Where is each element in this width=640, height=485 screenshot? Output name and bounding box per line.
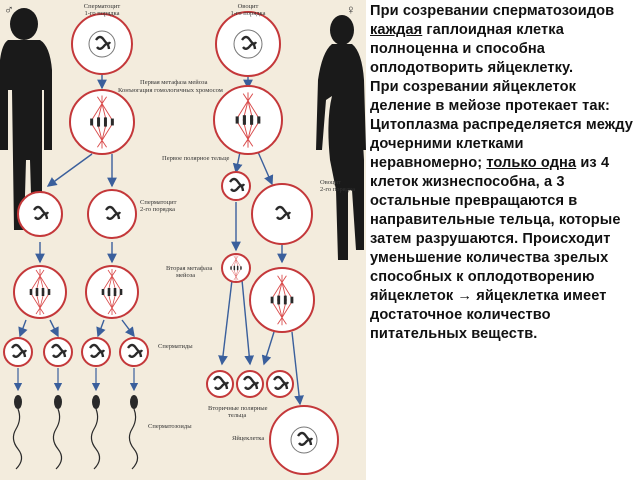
label-conjugation: Конъюгация гомологичных хромосом bbox=[118, 87, 223, 94]
spermatocyte-2-cell bbox=[17, 191, 63, 237]
label-oocyte-1-order: 1-го порядка bbox=[230, 10, 265, 17]
female-symbol: ♀ bbox=[346, 2, 356, 17]
label-oocyte-1: Овоцит bbox=[238, 3, 259, 10]
p1-end: гаплоидная клетка полноценна и способна … bbox=[370, 22, 574, 76]
p3-underlined: только одна bbox=[486, 155, 577, 171]
label-spermatocyte-2-order: 2-го порядка bbox=[140, 206, 175, 213]
spermatocyte-1-cell bbox=[71, 13, 133, 75]
metaphase-1-male-cell bbox=[69, 89, 135, 155]
label-metaphase-2-meiosis: мейоза bbox=[176, 272, 195, 279]
label-spermatocyte-1-order: 1-го порядка bbox=[84, 10, 119, 17]
paragraph-egg-maturation: При созревании яйцеклеток деление в мейо… bbox=[370, 79, 611, 114]
egg-cell bbox=[269, 405, 339, 475]
male-silhouette bbox=[0, 8, 52, 230]
label-secondary-polar-bodies: Вторичные полярные bbox=[208, 405, 268, 412]
metaphase-2-male-cell bbox=[13, 265, 67, 319]
metaphase-2-female-cell bbox=[249, 267, 315, 333]
p3-end: из 4 клеток жизнеспособна, а 3 остальные… bbox=[370, 155, 621, 342]
oocyte-2-cell bbox=[251, 183, 313, 245]
label-egg: Яйцеклетка bbox=[232, 435, 264, 442]
secondary-polar-bodies bbox=[206, 370, 294, 398]
p1-underlined: каждая bbox=[370, 22, 423, 38]
first-polar-body-cell bbox=[221, 171, 251, 201]
metaphase-2-male-cell bbox=[85, 265, 139, 319]
label-first-polar-body: Первое полярное тельце bbox=[162, 155, 230, 162]
oocyte-1-cell bbox=[215, 11, 281, 77]
spermatid-cells bbox=[3, 337, 149, 367]
flow-arrows bbox=[18, 74, 304, 406]
label-metaphase-2: Вторая метафаза bbox=[166, 265, 213, 272]
spermatocyte-2-cell bbox=[87, 189, 137, 239]
label-spermatozoa: Сперматозоиды bbox=[148, 423, 192, 430]
p3-start: Цитоплазма распределяется между дочерним… bbox=[370, 117, 633, 171]
spermatozoa bbox=[12, 368, 139, 470]
p1-start: При созревании сперматозоидов bbox=[370, 3, 615, 19]
label-spermatocyte-2: Сперматоцит bbox=[140, 199, 177, 206]
label-oocyte-2: Овоцит bbox=[320, 179, 341, 186]
paragraph-cytoplasm: Цитоплазма распределяется между дочерним… bbox=[370, 116, 638, 344]
female-silhouette bbox=[316, 15, 366, 260]
paragraph-sperm-maturation: При созревании сперматозоидов каждая гап… bbox=[370, 2, 638, 78]
metaphase-2-polar-body bbox=[221, 253, 251, 283]
label-spermatids: Сперматиды bbox=[158, 343, 193, 350]
label-spermatocyte-1: Сперматоцит bbox=[84, 3, 121, 10]
metaphase-1-female-cell bbox=[213, 85, 283, 155]
meiosis-diagram: ♂ ♀ bbox=[0, 0, 366, 480]
label-secondary-polar-bodies-2: тельца bbox=[228, 412, 246, 419]
label-metaphase-1: Первая метафаза мейоза bbox=[140, 79, 208, 86]
label-oocyte-2-order: 2-го порядка bbox=[320, 186, 355, 193]
male-symbol: ♂ bbox=[4, 2, 14, 17]
explanation-text: При созревании сперматозоидов каждая гап… bbox=[370, 2, 638, 344]
